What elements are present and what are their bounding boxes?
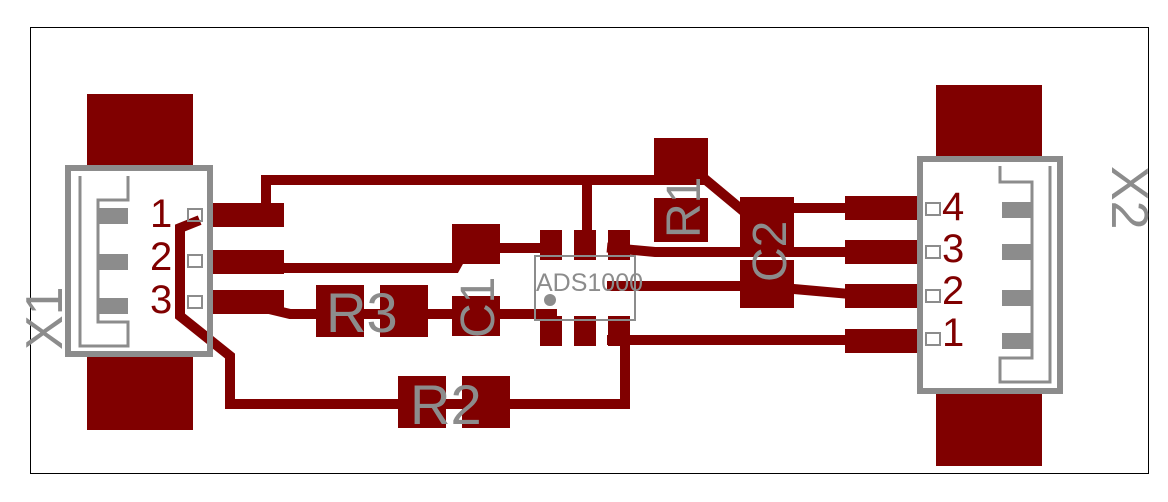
x2-pin-label-2: 2 (942, 269, 964, 313)
x2-pin4-marker (925, 202, 941, 216)
x2-mount-pad-bottom (936, 390, 1042, 466)
x1-pin2-marker (187, 254, 203, 268)
x1-mount-pad-top (87, 94, 193, 170)
x1-pad-1 (210, 203, 284, 227)
x1-pin-label-2: 2 (150, 235, 172, 279)
x2-pin3-marker (925, 245, 941, 259)
trace-r2-return (175, 215, 630, 409)
x1-pin1-marker (187, 208, 203, 222)
x1-contact-1 (98, 208, 128, 224)
x1-mount-pad-bottom (87, 354, 193, 430)
x2-pin-label-3: 3 (942, 227, 964, 271)
ic-pin1-dot (544, 294, 556, 306)
x1-contact-3 (98, 298, 128, 314)
c1-pad-top (452, 224, 500, 264)
ic-label: ADS1000 (536, 269, 643, 297)
x2-name: X2 (1100, 166, 1158, 230)
trace-ic-r1 (606, 242, 855, 257)
labels: 1 2 3 4 3 2 1 X1 X2 R3 R2 C1 R1 C2 ADS10… (16, 166, 1158, 436)
x2-pin2-marker (925, 289, 941, 303)
x2-contact-1 (1002, 333, 1032, 349)
c2-pad-top (740, 197, 794, 247)
silkscreen (65, 156, 1063, 394)
c2-label: C2 (744, 221, 797, 282)
x2-body-outline (917, 156, 1063, 394)
ic-pad-bottom-1 (540, 316, 562, 346)
ic-pad-top-2 (574, 230, 596, 260)
x2-pad-4 (845, 196, 919, 220)
r3-pad-left (316, 285, 364, 337)
x2-pin-label-1: 1 (942, 311, 964, 355)
board-outline (30, 27, 1149, 474)
x2-body-inner (998, 166, 1052, 384)
x2-pad-1 (845, 329, 919, 353)
x2-contact-2 (1002, 290, 1032, 306)
x2-pad-2 (845, 284, 919, 308)
ic-pad-bottom-2 (574, 316, 596, 346)
r3-pad-right (380, 285, 428, 337)
ic-pad-top-1 (540, 230, 562, 260)
x1-pin-label-3: 3 (150, 278, 172, 322)
c1-label: C1 (452, 277, 505, 338)
r1-pad-top (654, 138, 708, 182)
copper-pads (87, 85, 1042, 466)
x2-contact-4 (1002, 202, 1032, 218)
r1-label: R1 (658, 177, 711, 238)
x1-pad-3 (210, 290, 284, 314)
r2-label: R2 (410, 373, 482, 436)
c2-pad-bottom (740, 260, 794, 308)
r2-pad-right (462, 376, 510, 428)
x1-contact-2 (98, 254, 128, 270)
x2-pin1-marker (925, 332, 941, 346)
r3-label: R3 (326, 281, 398, 344)
x2-pad-3 (845, 240, 919, 264)
ic-package-outline (534, 255, 636, 321)
x1-body-outline (65, 165, 213, 357)
trace-ic-x2-pin2 (607, 281, 856, 300)
c1-pad-bottom (452, 296, 500, 336)
r1-pad-bottom (654, 198, 708, 242)
x2-mount-pad-top (936, 85, 1042, 161)
x2-contact-3 (1002, 244, 1032, 260)
ic-pad-bottom-3 (608, 316, 630, 346)
x1-pin3-marker (187, 295, 203, 309)
x1-body-inner (78, 176, 130, 348)
r2-pad-left (398, 376, 446, 428)
x2-pin-label-4: 4 (942, 185, 964, 229)
x1-pin-label-1: 1 (150, 192, 172, 236)
x1-pad-2 (210, 250, 284, 274)
ic-pad-top-3 (608, 230, 630, 260)
x1-name: X1 (16, 286, 74, 350)
